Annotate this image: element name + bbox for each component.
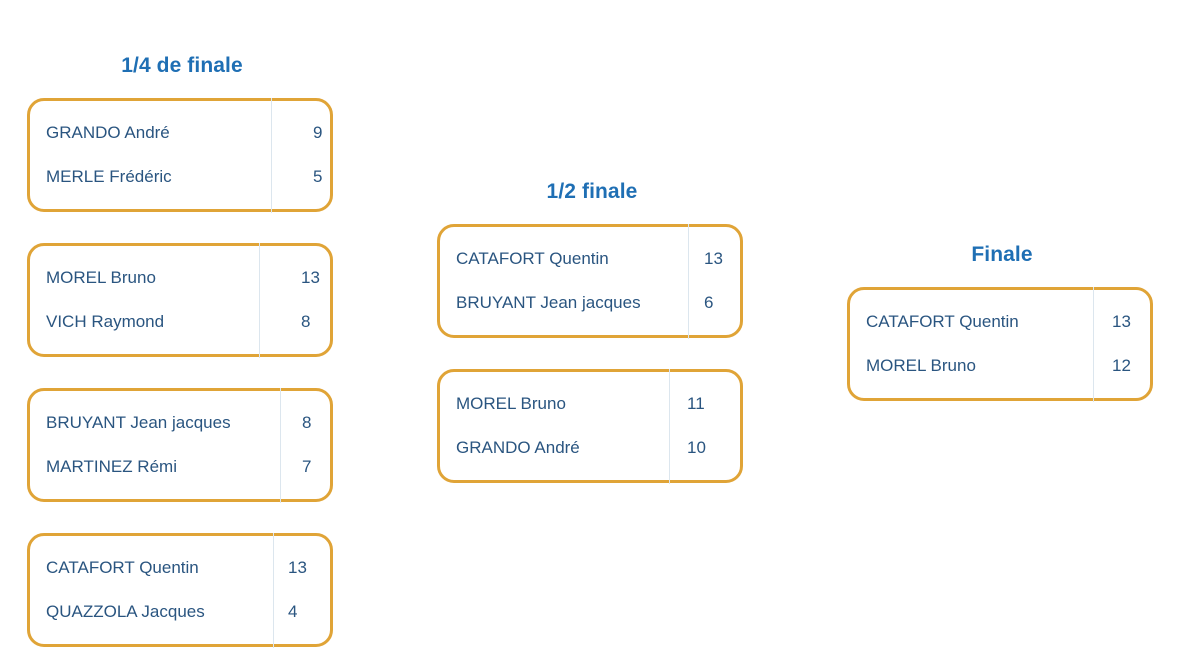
player-name: MOREL Bruno	[866, 355, 976, 375]
player-score: 11	[687, 393, 705, 413]
player-name: GRANDO André	[46, 122, 170, 142]
player-name: MERLE Frédéric	[46, 166, 172, 186]
player-name: CATAFORT Quentin	[46, 557, 199, 577]
match-player-row: MOREL Bruno 13	[30, 255, 330, 299]
match-player-row: BRUYANT Jean jacques 6	[440, 280, 740, 324]
round-title-final: Finale	[971, 243, 1033, 266]
round-title-semi-final: 1/2 finale	[546, 180, 638, 203]
player-score: 8	[302, 412, 312, 432]
player-score: 7	[302, 456, 312, 476]
match-player-row: CATAFORT Quentin 13	[440, 236, 740, 280]
match-player-row: GRANDO André 9	[30, 110, 330, 154]
match-player-row: VICH Raymond 8	[30, 299, 330, 343]
round-title-quarter-final: 1/4 de finale	[121, 54, 243, 77]
player-score: 13	[288, 557, 307, 577]
match-player-row: BRUYANT Jean jacques 8	[30, 400, 330, 444]
player-name: QUAZZOLA Jacques	[46, 601, 205, 621]
player-score: 6	[704, 292, 714, 312]
match-player-row: GRANDO André 10	[440, 425, 740, 469]
match-player-row: CATAFORT Quentin 13	[850, 299, 1150, 343]
match-player-row: MOREL Bruno 11	[440, 381, 740, 425]
player-name: MOREL Bruno	[46, 267, 156, 287]
player-score: 8	[301, 311, 311, 331]
player-name: GRANDO André	[456, 437, 580, 457]
player-name: MARTINEZ Rémi	[46, 456, 177, 476]
player-name: CATAFORT Quentin	[866, 311, 1019, 331]
match-column-divider	[259, 243, 260, 358]
player-name: BRUYANT Jean jacques	[46, 412, 231, 432]
match-player-row: MARTINEZ Rémi 7	[30, 444, 330, 488]
player-score: 9	[313, 122, 323, 142]
match-player-row: MERLE Frédéric 5	[30, 154, 330, 198]
player-score: 4	[288, 601, 298, 621]
player-score: 13	[704, 248, 723, 268]
player-score: 10	[687, 437, 706, 457]
player-score: 13	[1112, 311, 1131, 331]
player-score: 5	[313, 166, 323, 186]
match-column-divider	[1093, 287, 1094, 402]
player-name: CATAFORT Quentin	[456, 248, 609, 268]
player-name: VICH Raymond	[46, 311, 165, 331]
match-column-divider	[271, 98, 272, 213]
match-player-row: QUAZZOLA Jacques 4	[30, 589, 330, 633]
match-column-divider	[669, 369, 670, 484]
player-score: 12	[1112, 355, 1131, 375]
player-score: 13	[301, 267, 320, 287]
match-column-divider	[688, 224, 689, 339]
match-column-divider	[280, 388, 281, 503]
match-player-row: CATAFORT Quentin 13	[30, 545, 330, 589]
match-column-divider	[273, 533, 274, 648]
match-player-row: MOREL Bruno 12	[850, 343, 1150, 387]
player-name: MOREL Bruno	[456, 393, 566, 413]
player-name: BRUYANT Jean jacques	[456, 292, 641, 312]
